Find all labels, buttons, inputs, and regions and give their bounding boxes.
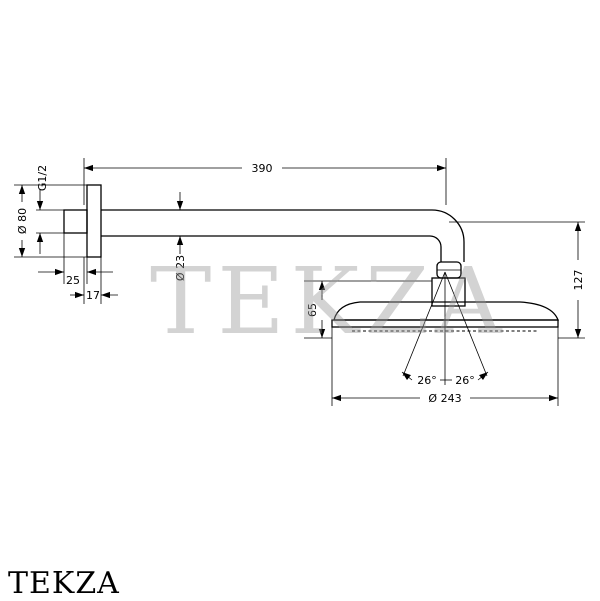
dim-arm-length: 390	[83, 158, 447, 205]
dim-label-head-height: 65	[306, 303, 319, 317]
dim-drop-height: 127	[449, 221, 585, 339]
dim-flange-offset: 25	[38, 233, 113, 287]
shower-arm	[101, 209, 465, 262]
dim-label-angle-right: 26°	[455, 374, 475, 387]
ball-joint	[431, 261, 466, 307]
dim-arm-diameter: Ø 23	[174, 192, 187, 281]
wall-flange	[86, 184, 102, 258]
dim-spray-angles: 26° 26°	[401, 371, 489, 387]
dim-flange-thickness: 17	[70, 257, 118, 304]
dim-label-thread: G1/2	[36, 165, 49, 191]
brand-logo-text: TEKZA	[8, 566, 120, 601]
dim-label-drop-height: 127	[572, 270, 585, 291]
dim-thread: G1/2	[36, 165, 64, 254]
dim-flange-diameter: Ø 80	[14, 184, 87, 258]
spray-angle-lines	[402, 271, 488, 385]
dim-head-height: 65	[304, 280, 432, 339]
dim-label-head-diameter: Ø 243	[428, 392, 461, 405]
dim-label-arm-diameter: Ø 23	[174, 255, 187, 281]
dim-head-diameter: Ø 243	[331, 327, 559, 406]
dim-label-flange-thickness: 17	[86, 289, 100, 302]
dim-label-angle-left: 26°	[417, 374, 437, 387]
dim-label-flange-diameter: Ø 80	[16, 208, 29, 234]
wall-connector	[63, 209, 88, 234]
dim-label-flange-offset: 25	[66, 274, 80, 287]
dim-label-arm-length: 390	[252, 162, 273, 175]
